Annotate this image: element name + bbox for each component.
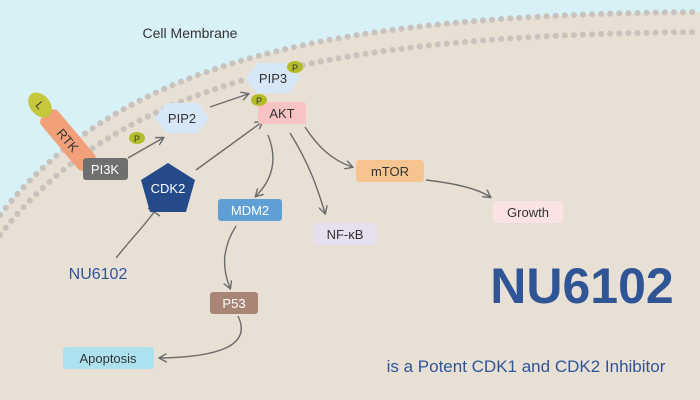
cdk2-label: CDK2 [151,181,186,196]
arrow-cdk2-akt [195,122,262,171]
nfkb-node: NF-κB [313,223,377,245]
cdk2-node: CDK2 [141,163,195,212]
p53-node: P53 [210,292,258,314]
growth-node: Growth [493,201,563,223]
mtor-label: mTOR [371,164,409,179]
arrow-mtor-growth [425,179,490,197]
arrow-p53-apoptosis [160,315,242,358]
cell-membrane-outer [0,9,700,218]
mdm2-label: MDM2 [231,203,269,218]
growth-label: Growth [507,205,549,220]
drug-label: NU6102 [69,266,128,283]
phospho-badge-pip2: P [129,132,145,144]
arrow-akt-nfkb [289,132,325,213]
akt-node: AKT [258,102,306,124]
arrow-akt-mdm2 [256,134,274,196]
phospho-badge-akt: P [251,94,267,106]
arrow-mdm2-p53 [225,225,237,288]
cell-interior [0,12,700,400]
ligand: L [28,92,52,118]
phospho-badge-pip3: P [287,61,303,73]
nfkb-label: NF-κB [327,227,364,242]
pip2-node: PIP2 [155,103,209,133]
headline-title: NU6102 [490,258,673,314]
apoptosis-node: Apoptosis [63,347,154,369]
mtor-node: mTOR [356,160,424,182]
phospho-label: P [134,134,140,144]
arrow-pi3k-pip2 [127,138,163,159]
pi3k-node: PI3K [83,158,128,180]
membrane-label: Cell Membrane [143,25,238,41]
headline-subtitle: is a Potent CDK1 and CDK2 Inhibitor [387,357,666,376]
p53-label: P53 [222,296,245,311]
arrow-akt-mtor [304,126,352,167]
pip3-label: PIP3 [259,71,287,86]
pip3-node: PIP3 [246,63,300,93]
pip2-label: PIP2 [168,111,196,126]
pi3k-label: PI3K [91,162,120,177]
akt-label: AKT [269,106,294,121]
phospho-label: P [292,63,298,73]
phospho-label: P [256,96,262,106]
mdm2-node: MDM2 [218,199,282,221]
pathway-arrows [127,94,490,358]
arrow-pip2-pip3 [209,94,248,108]
apoptosis-label: Apoptosis [79,351,137,366]
